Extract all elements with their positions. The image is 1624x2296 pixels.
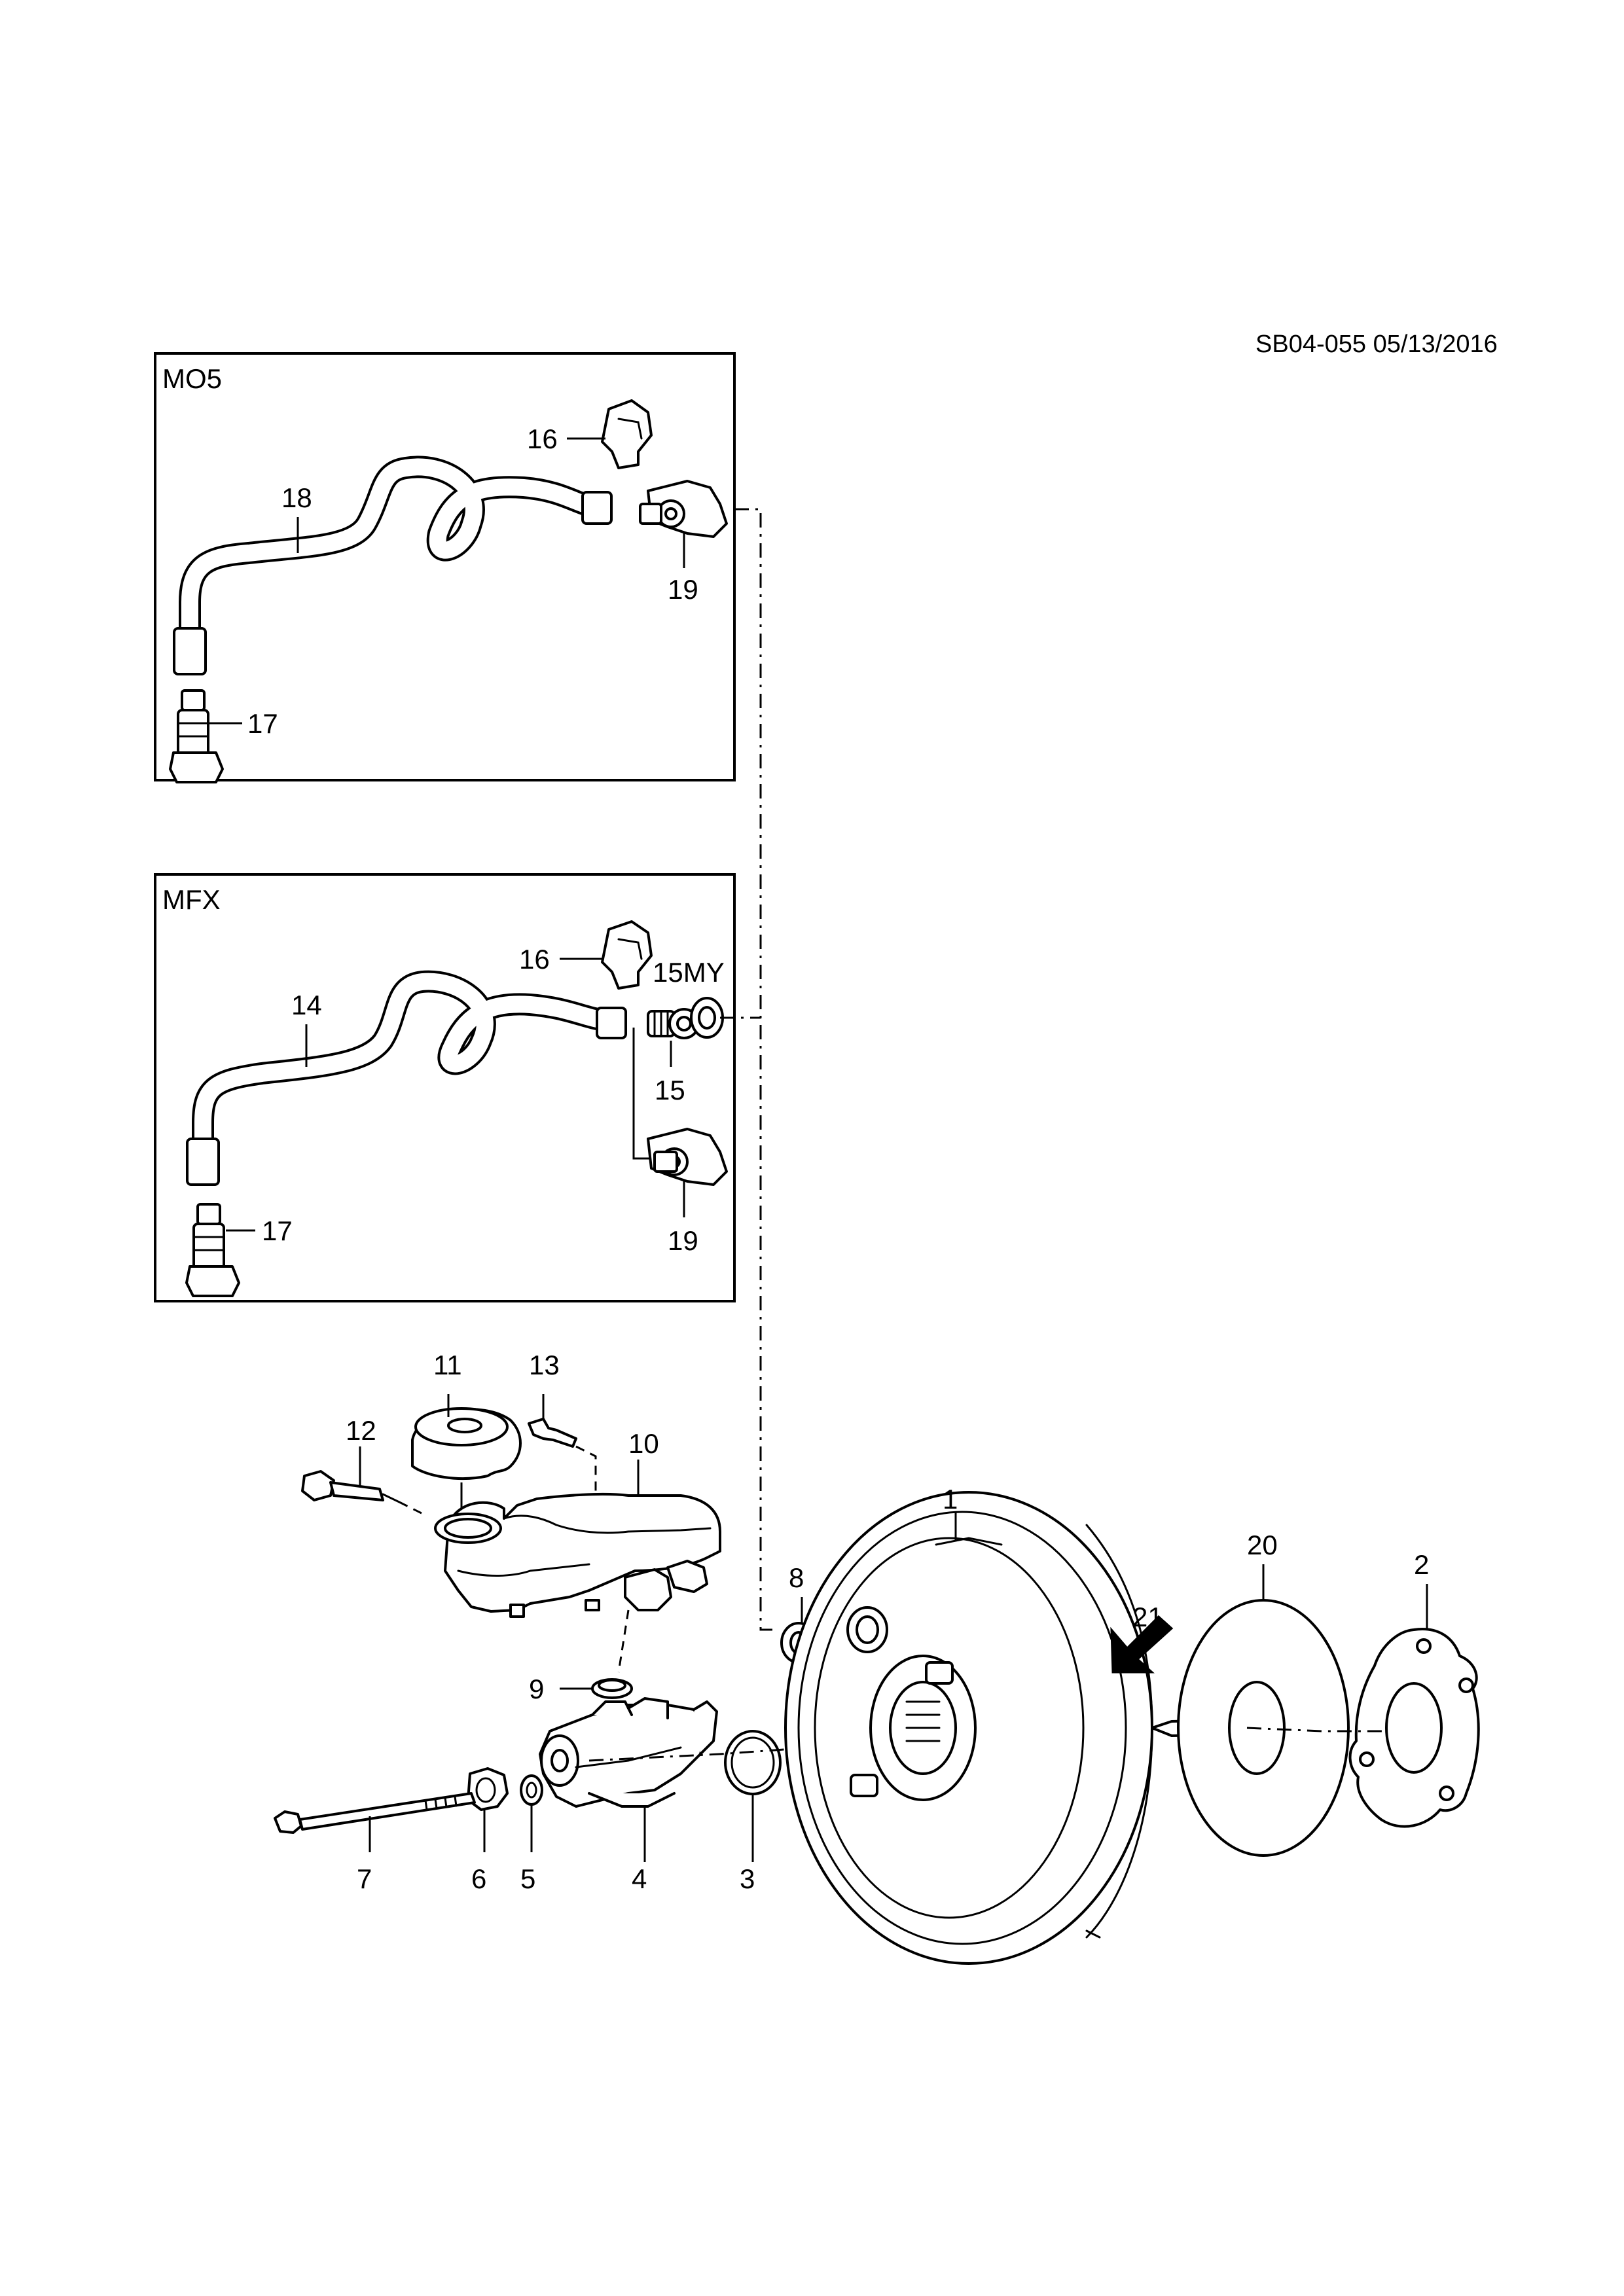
callout-1: 1 [943,1484,958,1515]
hose-14 [186,970,627,1186]
mo5-variant-box: MO5 17 16 [154,352,736,783]
gasket-2 [1348,1628,1480,1828]
callout-15my: 15MY [653,957,725,988]
callout-9: 9 [529,1674,544,1704]
diagram-reference-code: SB04-055 05/13/2016 [1255,331,1498,358]
mo5-box-label: MO5 [162,363,222,394]
connector-15 [647,1008,700,1039]
connector-19-mo5 [639,480,728,538]
mfx-frame [154,873,736,1302]
clip-16-mfx [601,920,653,990]
stud-7 [274,1792,476,1834]
callout-18: 18 [281,482,312,513]
callout-8: 8 [789,1562,804,1593]
grommet-9 [591,1678,633,1699]
callout-3: 3 [740,1863,755,1894]
callout-4: 4 [632,1863,647,1894]
callout-16-mo5: 16 [527,423,558,454]
callout-12: 12 [346,1415,376,1446]
callout-15: 15 [655,1075,685,1105]
callout-6: 6 [471,1863,486,1894]
callout-10: 10 [628,1428,659,1459]
callout-16-mfx: 16 [519,944,550,975]
connector-15my [690,997,724,1039]
connection-line-mo5 [734,508,772,1631]
fluid-reservoir-10 [434,1492,721,1618]
callout-2: 2 [1414,1549,1429,1580]
connector-19-mfx [647,1128,728,1186]
callout-14: 14 [291,990,322,1020]
callout-11: 11 [433,1350,462,1380]
insulator-20 [1177,1599,1350,1857]
callout-17-mo5: 17 [247,708,278,739]
callout-13: 13 [529,1350,560,1380]
clip-16-mo5 [601,399,653,469]
callout-21: 21 [1132,1602,1163,1632]
mfx-box-label: MFX [162,884,221,915]
hose-18 [173,456,613,675]
callout-5: 5 [520,1863,535,1894]
callout-20: 20 [1247,1530,1278,1560]
o-ring-3 [724,1730,782,1795]
brake-booster-1 [784,1491,1248,1965]
callout-19-mo5: 19 [668,574,698,605]
view-direction-arrow-21 [1110,1615,1174,1674]
reservoir-cap-11 [411,1407,522,1480]
mfx-variant-box: MFX 17 16 [154,873,736,1302]
callout-7: 7 [357,1863,372,1894]
mo5-frame [154,352,736,781]
master-cylinder-4 [539,1697,718,1808]
fluid-level-sensor-12 [301,1470,401,1503]
fitting-17-mo5 [169,689,224,783]
fitting-17-mfx [185,1203,240,1297]
screw-13 [528,1418,577,1448]
callout-17-mfx: 17 [262,1215,293,1246]
washer-5 [520,1774,543,1806]
callout-19-mfx: 19 [668,1225,698,1256]
